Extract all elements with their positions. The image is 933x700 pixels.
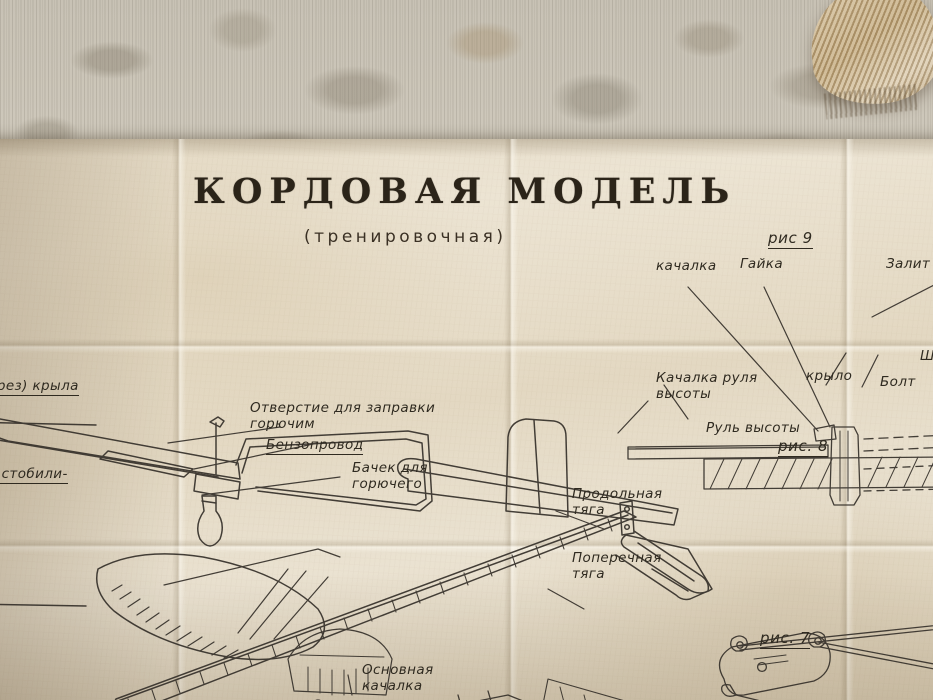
fuel-tank-drawing bbox=[163, 548, 393, 696]
label-poured: Залит bbox=[886, 256, 931, 272]
page-title: КОРДОВАЯ МОДЕЛЬ bbox=[193, 171, 737, 212]
wing-planform-drawing bbox=[96, 553, 326, 661]
drawing-ink-layer: КОРДОВАЯ МОДЕЛЬ (тренировочная) (разрез)… bbox=[0, 139, 933, 700]
label-fuel-filler: Отверстие для заправки горючим bbox=[250, 400, 436, 432]
label-bolt: Болт bbox=[880, 374, 916, 390]
label-nut: Гайка bbox=[740, 256, 783, 272]
label-wing: крыло bbox=[806, 368, 853, 384]
label-wing-section: (разрез) крыла bbox=[0, 378, 79, 396]
label-elevator-horn: Качалка руля высоты bbox=[656, 370, 758, 402]
corduroy-cushion bbox=[805, 0, 933, 111]
label-transverse-rod: Поперечная тяга bbox=[572, 550, 662, 582]
label-bellcrank: качалка bbox=[656, 258, 717, 274]
label-main-bellcrank: Основная качалка bbox=[362, 662, 434, 694]
wing-section-drawing bbox=[0, 421, 97, 607]
figure-caption-7: рис. 7 bbox=[760, 629, 811, 649]
label-fuel-tank: Бачек для горючего bbox=[352, 460, 428, 492]
figure-caption-9: рис 9 bbox=[768, 229, 813, 249]
hinge-section-drawing bbox=[627, 424, 933, 506]
paper-sheet: КОРДОВАЯ МОДЕЛЬ (тренировочная) (разрез)… bbox=[0, 139, 933, 700]
control-handle-drawing bbox=[0, 416, 433, 547]
bellcrank-detail-drawing bbox=[718, 625, 933, 700]
leader-lines bbox=[167, 284, 933, 696]
label-elevator: Руль высоты bbox=[706, 420, 801, 436]
paper-top-edge bbox=[0, 139, 933, 157]
fuselage-tail-drawing bbox=[114, 418, 713, 700]
label-fuel-line: Бензопровод bbox=[266, 437, 364, 455]
page-subtitle: (тренировочная) bbox=[304, 227, 507, 247]
engine-mount-drawing bbox=[315, 678, 624, 700]
label-longitudinal-rod: Продольная тяга bbox=[572, 486, 663, 518]
label-stabilizer-section: рез) стобили- bbox=[0, 466, 68, 484]
technical-drawing-svg bbox=[0, 284, 933, 700]
label-washer: Ша bbox=[920, 348, 933, 365]
figure-caption-8: рис. 8 bbox=[778, 437, 829, 457]
